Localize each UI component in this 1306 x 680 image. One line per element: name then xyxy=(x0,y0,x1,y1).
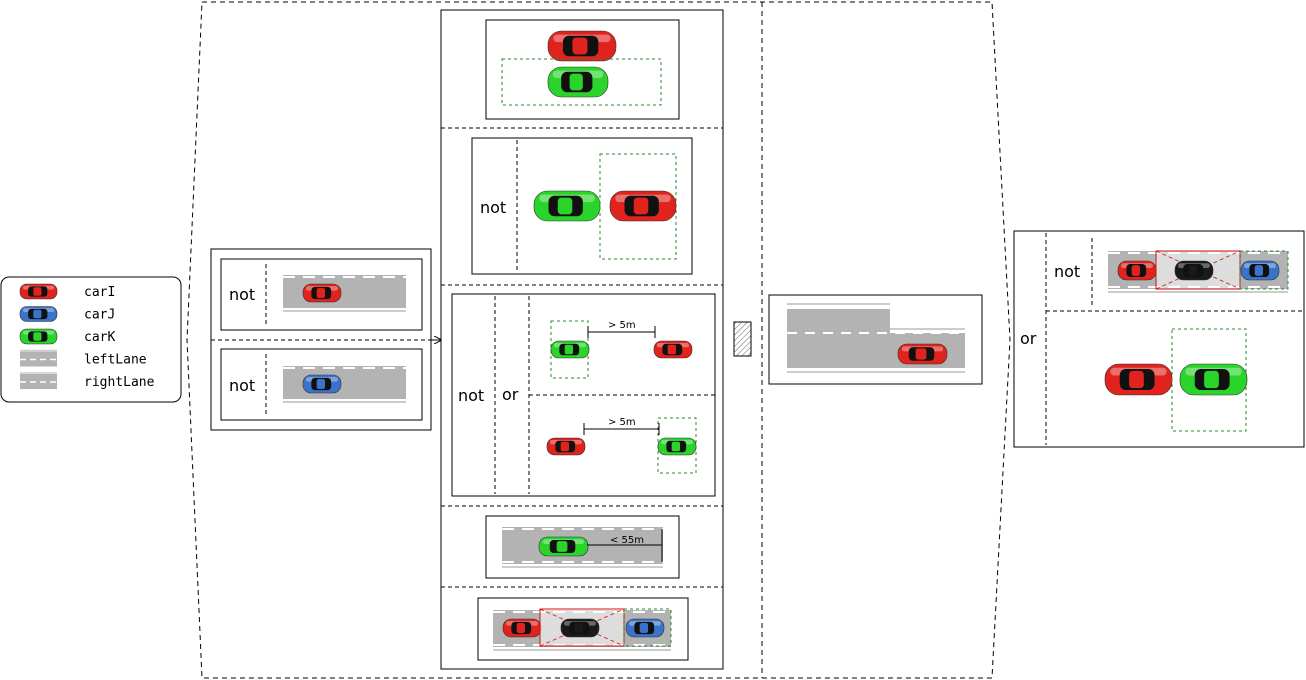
car-red xyxy=(609,190,677,222)
distance-label: < 55m xyxy=(610,535,644,546)
dashed-outer-frame xyxy=(186,1,1011,679)
car-green xyxy=(550,340,590,359)
car-red xyxy=(302,283,342,303)
legend-entry: leftLane xyxy=(20,349,147,368)
car-green xyxy=(1179,363,1248,396)
car-black xyxy=(560,618,600,638)
or-label: or xyxy=(1020,329,1037,348)
bbox-green xyxy=(550,320,589,379)
lane-segment xyxy=(283,275,406,312)
bbox-green xyxy=(501,58,662,106)
not-label: not xyxy=(1054,262,1080,281)
car-blue xyxy=(625,618,665,638)
distance-label: > 5m xyxy=(608,320,636,331)
car-blue xyxy=(1240,260,1280,281)
car-red xyxy=(1104,363,1173,396)
legend-label: carI xyxy=(84,285,115,300)
car-green xyxy=(547,66,609,98)
lane-segment xyxy=(283,366,406,403)
legend-entry: carK xyxy=(19,328,115,345)
car-green xyxy=(657,437,697,456)
legend-car-blue xyxy=(19,306,58,322)
car-red xyxy=(546,437,586,456)
not-label: not xyxy=(229,285,255,304)
legend-entry: carI xyxy=(19,283,115,300)
not-label: not xyxy=(480,198,506,217)
legend-label: carJ xyxy=(84,308,115,323)
legend-car-red xyxy=(19,283,58,300)
car-green xyxy=(538,536,589,557)
legend-car-green xyxy=(19,328,58,345)
car-red xyxy=(1117,260,1157,281)
distance-label: > 5m xyxy=(608,417,636,428)
not-label: not xyxy=(458,386,484,405)
legend-label: rightLane xyxy=(84,375,155,390)
not-label: not xyxy=(229,376,255,395)
car-blue xyxy=(302,374,342,394)
car-green xyxy=(533,190,601,222)
car-red xyxy=(653,340,693,359)
legend-label: leftLane xyxy=(84,353,147,368)
car-black xyxy=(1174,260,1214,281)
legend-entry: carJ xyxy=(19,306,115,323)
middle-card-c xyxy=(451,293,716,497)
car-red xyxy=(547,30,617,62)
legend-entry: rightLane xyxy=(20,372,155,390)
or-label: or xyxy=(502,385,519,404)
legend-lane-swatch xyxy=(20,349,57,367)
hatched-connector xyxy=(733,321,752,357)
bbox-green xyxy=(1171,328,1247,432)
legend-lane-swatch xyxy=(20,372,57,389)
exclusion-zone xyxy=(539,608,625,647)
car-red xyxy=(897,343,948,365)
car-red xyxy=(502,618,542,638)
bbox-green xyxy=(1239,250,1289,290)
legend-label: carK xyxy=(84,330,115,345)
